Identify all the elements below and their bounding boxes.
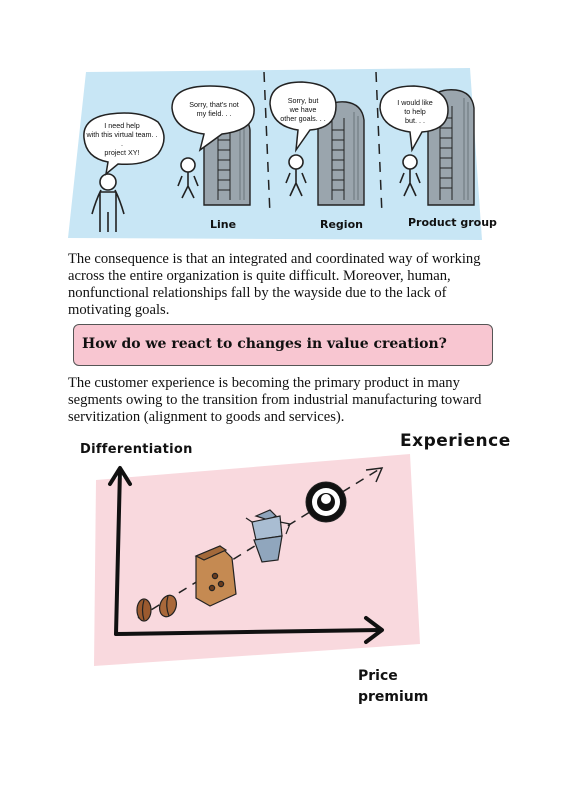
bubble-1-line-1: I need help <box>104 121 140 130</box>
y-axis-label: Differentiation <box>80 442 193 457</box>
speech-bubble-3: Sorry, but we have other goals. . . <box>272 96 334 123</box>
label-line: Line <box>210 218 237 231</box>
bubble-1-line-3: project XY! <box>104 148 140 157</box>
bubble-4-line-1: I would like <box>397 98 433 107</box>
experience-label: Experience <box>400 431 511 451</box>
bubble-3-line-2: we have <box>289 105 317 114</box>
bubble-3-line-3: other goals. . . <box>280 114 326 123</box>
bubble-3-line-1: Sorry, but <box>287 96 319 105</box>
paragraph-customer-experience: The customer experience is becoming the … <box>68 375 482 425</box>
coffee-shop-logo-icon <box>305 481 347 523</box>
organization-silos-illustration: I need help with this virtual team. . . … <box>0 0 565 245</box>
x-axis-label-line-2: premium <box>358 689 429 705</box>
bubble-2-line-2: my field. . . <box>196 109 232 118</box>
section-heading-box: How do we react to changes in value crea… <box>73 324 493 366</box>
speech-bubble-4: I would like to help but. . . <box>384 98 446 125</box>
coffee-beans-icon <box>136 594 178 622</box>
value-creation-illustration: Differentiation Experience Price premium <box>0 430 565 720</box>
paragraph-consequence: The consequence is that an integrated an… <box>68 251 481 318</box>
speech-bubble-1: I need help with this virtual team. . . … <box>86 121 158 157</box>
moka-pot-icon <box>245 509 291 563</box>
person-icon <box>91 154 421 232</box>
x-axis-label-line-1: Price <box>358 668 398 684</box>
section-heading: How do we react to changes in value crea… <box>82 336 447 352</box>
silos-drawing <box>68 68 482 240</box>
speech-bubble-2: Sorry, that's not my field. . . <box>178 100 250 118</box>
value-creation-drawing <box>94 454 420 666</box>
coffee-bag-icon <box>194 545 237 607</box>
x-axis-label: Price premium <box>358 666 428 708</box>
bubble-2-line-1: Sorry, that's not <box>189 100 239 109</box>
bubble-4-line-2: to help <box>404 107 426 116</box>
bubble-1-line-2: with this virtual team. . . <box>86 130 158 148</box>
label-region: Region <box>320 218 363 231</box>
bubble-4-line-3: but. . . <box>405 116 425 125</box>
label-product-group: Product group <box>408 216 497 229</box>
